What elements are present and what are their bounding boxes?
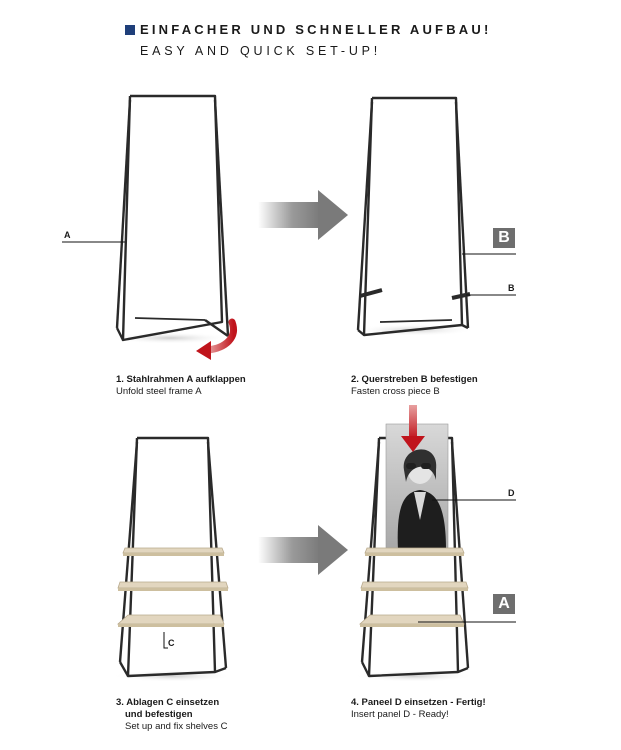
label-c: C <box>168 638 175 648</box>
step-3-de-line2: und befestigen <box>125 709 193 720</box>
shelf-bottom <box>358 614 465 627</box>
page-title: EINFACHER UND SCHNELLER AUFBAU! <box>125 22 492 37</box>
step-arrow-icon <box>258 190 348 240</box>
shelf-bottom <box>116 614 225 627</box>
step-4-caption: 4. Paneel D einsetzen - Fertig! Insert p… <box>351 697 486 721</box>
step-3-en: Set up and fix shelves C <box>125 721 228 732</box>
step-4-en: Insert panel D - Ready! <box>351 709 449 720</box>
title-de-text: EINFACHER UND SCHNELLER AUFBAU! <box>140 22 492 37</box>
label-a: A <box>64 230 71 240</box>
unfold-arrow-icon <box>196 318 237 360</box>
title-square-icon <box>125 25 135 35</box>
shelf-top <box>364 547 465 556</box>
frame-c-shelves <box>112 436 232 682</box>
step-3-caption: 3. Ablagen C einsetzen und befestigen Se… <box>116 697 227 733</box>
step-3-de-line1: 3. Ablagen C einsetzen <box>116 697 220 708</box>
page-subtitle: EASY AND QUICK SET-UP! <box>140 44 382 58</box>
step-arrow-icon <box>258 525 348 575</box>
step-1-caption: 1. Stahlrahmen A aufklappen Unfold steel… <box>116 374 246 398</box>
badge-b: B <box>493 228 515 248</box>
step-2-en: Fasten cross piece B <box>351 386 440 397</box>
shelf-middle <box>360 581 469 591</box>
badge-a: A <box>493 594 515 614</box>
insert-arrow-icon <box>401 405 425 452</box>
step-2-caption: 2. Querstreben B befestigen Fasten cross… <box>351 374 478 398</box>
label-line-c <box>163 632 168 649</box>
label-d: D <box>508 488 515 498</box>
frame-b-crosspieces <box>355 96 475 337</box>
frame-a-unfolded <box>110 94 230 344</box>
frame-d-panel <box>354 423 474 682</box>
step-4-de: 4. Paneel D einsetzen - Fertig! <box>351 697 486 708</box>
label-b: B <box>508 283 515 293</box>
step-1-de: 1. Stahlrahmen A aufklappen <box>116 374 246 385</box>
shelf-middle <box>117 581 229 591</box>
step-1-en: Unfold steel frame A <box>116 386 202 397</box>
step-2-de: 2. Querstreben B befestigen <box>351 374 478 385</box>
shelf-top <box>122 547 225 556</box>
